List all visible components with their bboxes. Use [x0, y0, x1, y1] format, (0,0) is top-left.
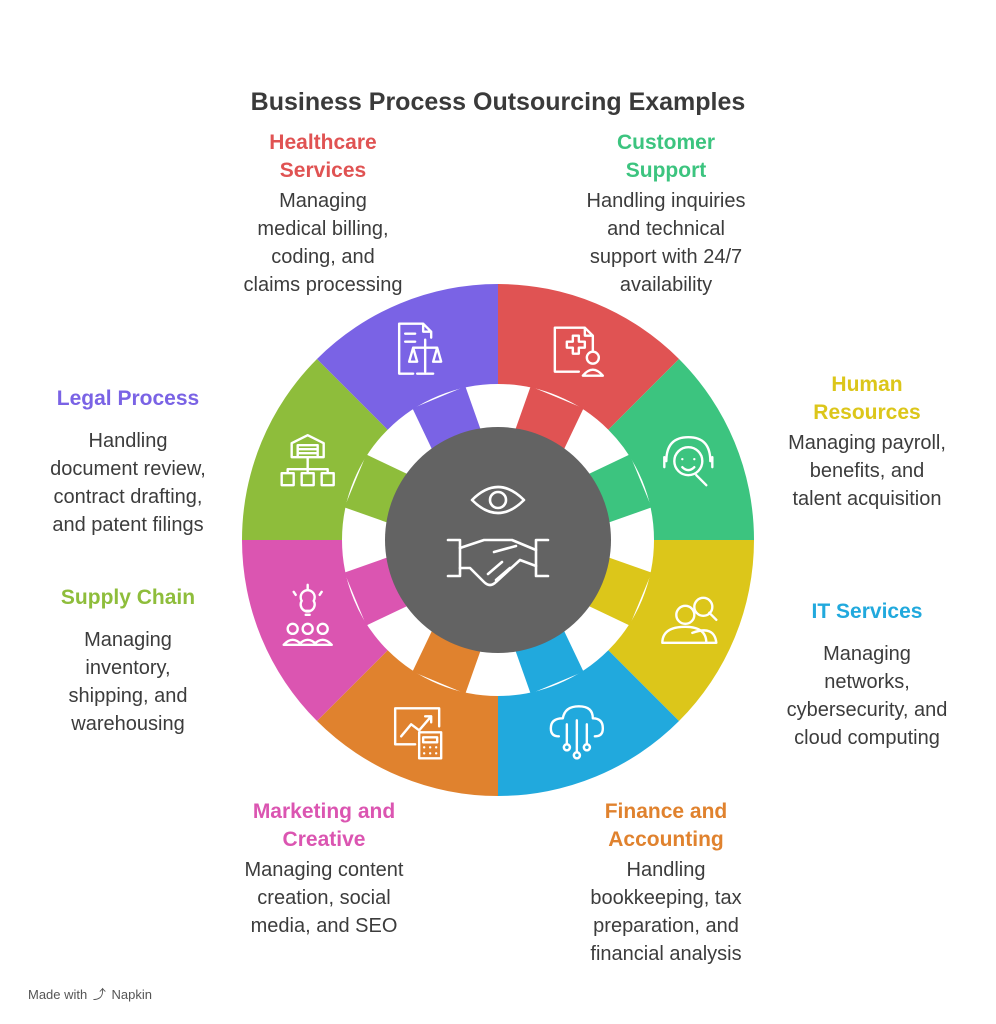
medical-document-icon: [553, 326, 605, 377]
idea-team-icon: [282, 583, 333, 647]
segment-title: IT Services: [811, 600, 923, 623]
eye-icon: [470, 485, 526, 515]
headset-agent-icon: [663, 435, 714, 487]
segment-title: Legal Process: [56, 387, 200, 410]
segment-it: [498, 650, 680, 796]
segment-healthcare: [498, 284, 680, 430]
cloud-network-icon: [549, 705, 605, 760]
napkin-logo-icon: ⤴: [92, 987, 106, 1002]
warehouse-network-icon: [280, 433, 335, 487]
people-search-icon: [661, 596, 718, 645]
page-title: Business Process Outsourcing Examples: [250, 88, 746, 116]
brand-text: Napkin: [111, 987, 152, 1002]
footer-credit: Made with ⤴ Napkin: [28, 984, 152, 1003]
handshake-icon: [446, 538, 550, 587]
segment-finance: [316, 650, 498, 796]
segment-hr: [608, 540, 754, 722]
made-with-text: Made with: [28, 987, 88, 1002]
chart-calculator-icon: [393, 707, 443, 760]
segment-marketing: [242, 540, 388, 722]
legal-document-icon: [397, 322, 443, 375]
segment-legal: [316, 284, 498, 430]
segment-title: Supply Chain: [60, 586, 196, 609]
